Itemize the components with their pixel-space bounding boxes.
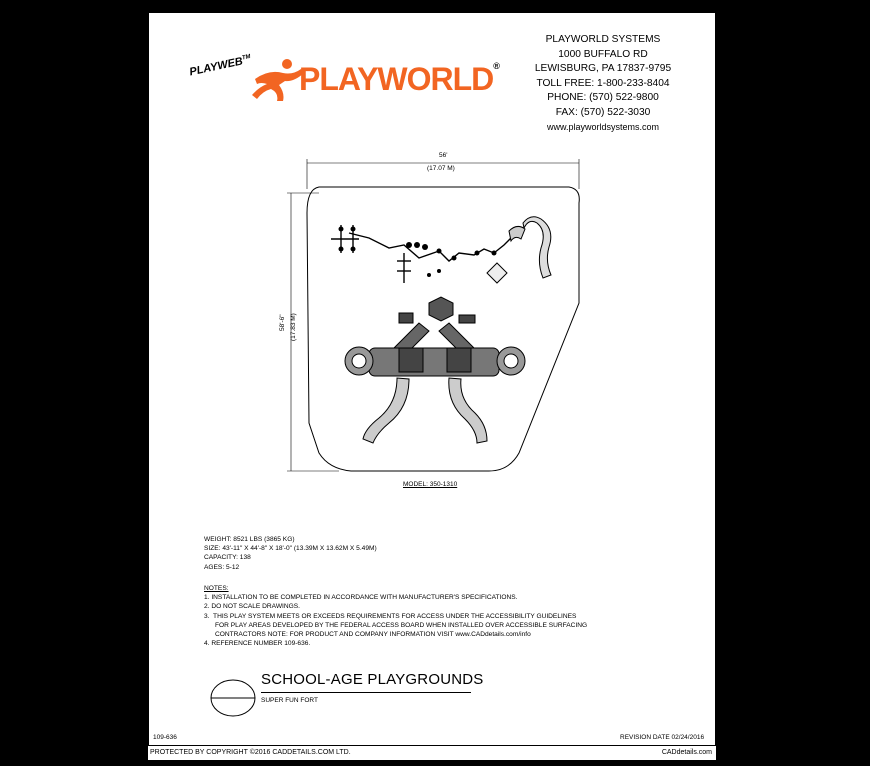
playworld-wordmark: PLAYWORLD® bbox=[299, 61, 500, 97]
climber-nodes bbox=[338, 226, 497, 277]
model-number: MODEL: 350-1310 bbox=[403, 481, 458, 488]
company-name: PLAYWORLD SYSTEMS bbox=[545, 34, 661, 45]
weight: WEIGHT: 8521 LBS (3865 KG) bbox=[204, 536, 295, 543]
note-item: 3. THIS PLAY SYSTEM MEETS OR EXCEEDS REQ… bbox=[204, 612, 577, 620]
note-item: 4. REFERENCE NUMBER 109-636. bbox=[204, 640, 311, 648]
note-item: CONTRACTORS NOTE: FOR PRODUCT AND COMPAN… bbox=[204, 631, 531, 639]
size: SIZE: 43'-11" X 44'-8" X 18'-0" (13.39M … bbox=[204, 545, 377, 553]
street: 1000 BUFFALO RD bbox=[558, 48, 648, 60]
lower-deck bbox=[344, 346, 526, 377]
drawing-sheet: PLAYWEBTM PLAYWORLD® PLAYWORLD SYSTEMS 1… bbox=[148, 12, 716, 746]
phone: PHONE: (570) 522-9800 bbox=[547, 92, 659, 103]
address-block: PLAYWORLD SYSTEMS 1000 BUFFALO RD LEWISB… bbox=[529, 33, 677, 135]
notes-heading: NOTES: bbox=[204, 585, 229, 592]
drawing-number: 109-636 bbox=[153, 734, 177, 741]
ages: AGES: 5-12 bbox=[204, 563, 240, 571]
website: www.playworldsystems.com bbox=[546, 122, 660, 132]
playworld-logo: PLAYWORLD® bbox=[249, 57, 509, 103]
site-plan-drawing bbox=[287, 159, 580, 472]
footer-site: CADdetails.com bbox=[661, 749, 712, 756]
drawing-title: SCHOOL-AGE PLAYGROUNDS bbox=[261, 671, 484, 688]
upper-climber bbox=[331, 225, 515, 283]
revision-date: REVISION DATE 02/24/2016 bbox=[620, 734, 705, 741]
drawing-subtitle: SUPER FUN FORT bbox=[261, 697, 318, 704]
note-item: 2. DO NOT SCALE DRAWINGS. bbox=[204, 603, 300, 611]
capacity: CAPACITY: 138 bbox=[204, 554, 251, 562]
surfacing-boundary bbox=[306, 186, 580, 472]
running-figure-icon bbox=[252, 59, 304, 101]
note-item: 1. INSTALLATION TO BE COMPLETED IN ACCOR… bbox=[204, 594, 518, 602]
copyright-text: PROTECTED BY COPYRIGHT ©2016 CADDETAILS.… bbox=[150, 749, 351, 756]
tower-slide-right bbox=[486, 216, 552, 284]
notes-block: NOTES: 1. INSTALLATION TO BE COMPLETED I… bbox=[204, 584, 587, 648]
footer-bar: PROTECTED BY COPYRIGHT ©2016 CADDETAILS.… bbox=[148, 746, 716, 760]
specs-block: WEIGHT: 8521 LBS (3865 KG) SIZE: 43'-11"… bbox=[204, 535, 377, 572]
width-dimension-metric: (17.07 M) bbox=[427, 165, 455, 172]
section-symbol-icon bbox=[210, 679, 256, 717]
title-underline bbox=[261, 692, 471, 693]
lower-slides bbox=[362, 377, 488, 444]
fax: FAX: (570) 522-3030 bbox=[555, 106, 651, 118]
dimension-lines bbox=[287, 159, 580, 472]
city: LEWISBURG, PA 17837-9795 bbox=[534, 63, 672, 74]
playweb-label: PLAYWEBTM bbox=[188, 53, 252, 79]
toll-free: TOLL FREE: 1-800-233-8404 bbox=[536, 77, 670, 89]
note-item: FOR PLAY AREAS DEVELOPED BY THE FEDERAL … bbox=[204, 621, 588, 629]
width-dimension: 56' bbox=[439, 152, 448, 159]
